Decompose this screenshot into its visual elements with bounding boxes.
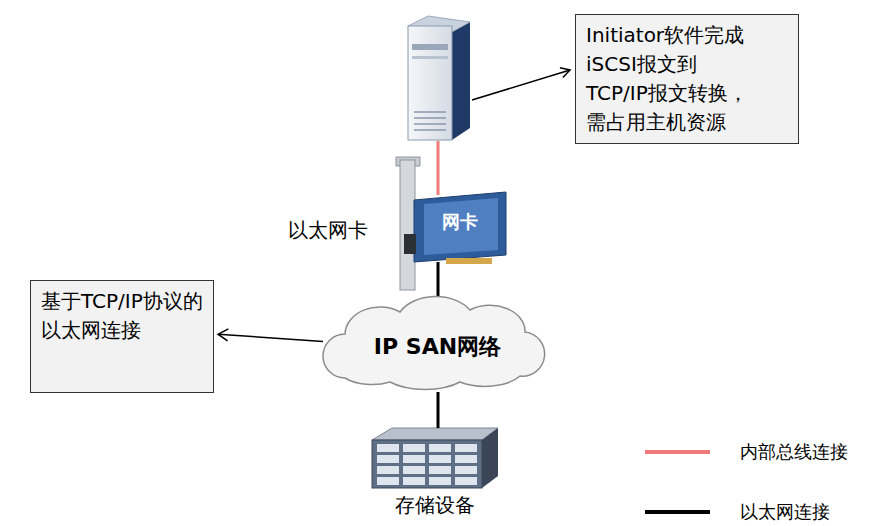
ethernet-link xyxy=(437,392,440,428)
node-text: IP SAN网络 xyxy=(315,333,560,361)
callout-box: 基于TCP/IP协议的以太网连接 xyxy=(30,280,214,393)
legend-label: 以太网连接 xyxy=(740,501,830,523)
storage-device: 存储设备 xyxy=(370,428,500,490)
node-text: 网卡 xyxy=(414,210,506,234)
legend-swatch xyxy=(645,510,710,514)
ethernet-link xyxy=(437,262,440,300)
node-text: 存储设备 xyxy=(370,492,500,518)
storage-icon xyxy=(372,428,498,488)
legend-label: 内部总线连接 xyxy=(740,441,848,463)
server-icon xyxy=(408,16,470,140)
node-text: 基于TCP/IP协议的以太网连接 xyxy=(41,287,205,345)
callout-box: Initiator软件完成 iSCSI报文到 TCP/IP报文转换， 需占用主机… xyxy=(575,14,799,144)
callout-arrow xyxy=(218,334,323,341)
node-text: Initiator软件完成 iSCSI报文到 TCP/IP报文转换， 需占用主机… xyxy=(586,21,790,137)
nic-card xyxy=(396,157,506,290)
network-cloud: IP SAN网络 xyxy=(315,300,560,392)
node-heading: 以太网卡 xyxy=(288,217,368,243)
bus-line xyxy=(437,141,440,195)
legend-swatch xyxy=(645,450,710,454)
nic-card-label: 网卡以太网卡 xyxy=(414,192,506,262)
leader-line xyxy=(472,70,570,100)
